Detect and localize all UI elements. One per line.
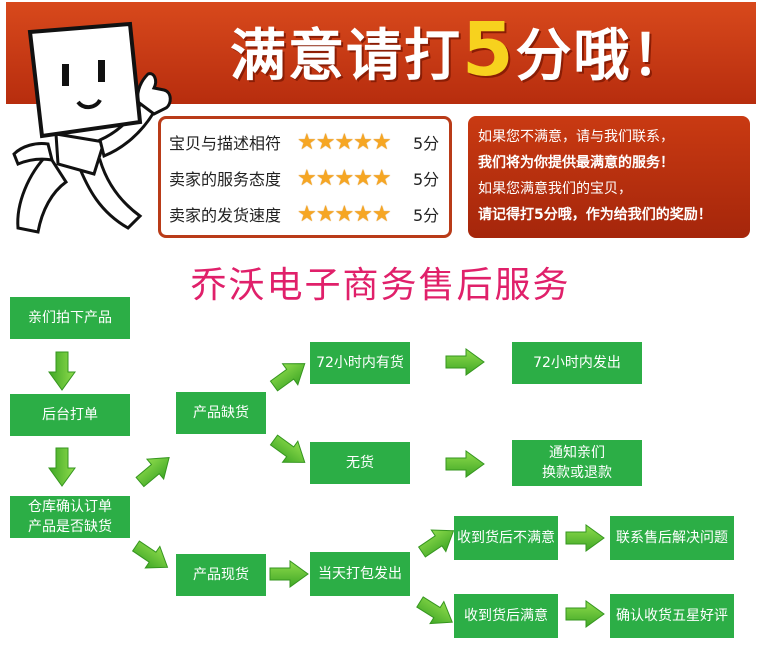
rating-label: 卖家的服务态度 bbox=[169, 170, 282, 189]
arrow-right-icon bbox=[445, 450, 485, 478]
rating-panel: 宝贝与描述相符 ★★★★★ 5分 卖家的服务态度 ★★★★★ 5分 卖家的发货速… bbox=[158, 116, 452, 238]
arrow-right-icon bbox=[565, 600, 605, 628]
flow-node-ship-72h: 72小时内发出 bbox=[512, 342, 642, 384]
arrow-down-icon bbox=[48, 447, 76, 487]
flow-node-ship-today: 当天打包发出 bbox=[310, 552, 410, 596]
arrow-up-right-icon bbox=[131, 447, 178, 493]
arrow-right-icon bbox=[445, 348, 485, 376]
rating-row: 卖家的发货速度 ★★★★★ 5分 bbox=[169, 199, 449, 229]
star-icon: ★★★★★ bbox=[297, 165, 392, 191]
rating-row: 宝贝与描述相符 ★★★★★ 5分 bbox=[169, 127, 449, 157]
rating-score: 5分 bbox=[413, 134, 440, 153]
message-line: 请记得打5分哦，作为给我们的奖励！ bbox=[478, 207, 712, 223]
flow-node-five-star: 确认收货五星好评 bbox=[610, 594, 734, 638]
star-icon: ★★★★★ bbox=[297, 201, 392, 227]
flow-node-print: 后台打单 bbox=[10, 394, 130, 436]
rating-label: 宝贝与描述相符 bbox=[169, 134, 282, 153]
message-line: 如果您满意我们的宝贝， bbox=[478, 181, 632, 197]
flow-node-notify: 通知亲们换款或退款 bbox=[512, 440, 642, 486]
mascot-figure bbox=[12, 21, 172, 234]
arrow-down-icon bbox=[48, 351, 76, 391]
rating-score: 5分 bbox=[413, 206, 440, 225]
banner-title: 满意请打5分哦！ bbox=[230, 7, 690, 93]
arrow-right-icon bbox=[269, 560, 309, 588]
banner-title-number: 5 bbox=[462, 7, 516, 93]
flow-node-contact-support: 联系售后解决问题 bbox=[610, 516, 734, 560]
flow-node-in-stock: 产品现货 bbox=[176, 554, 266, 596]
arrow-down-right-icon bbox=[128, 534, 176, 579]
flow-node-confirm: 仓库确认订单产品是否缺货 bbox=[10, 496, 130, 538]
flow-title: 乔沃电子商务售后服务 bbox=[190, 265, 571, 306]
rating-label: 卖家的发货速度 bbox=[169, 206, 282, 225]
message-line: 如果您不满意，请与我们联系， bbox=[478, 129, 674, 145]
arrow-down-right-icon bbox=[265, 428, 313, 474]
arrow-up-right-icon bbox=[265, 352, 313, 398]
flow-node-out-of-stock: 产品缺货 bbox=[176, 392, 266, 434]
flow-node-restock-72h: 72小时内有货 bbox=[310, 342, 410, 384]
flow-node-satisfied: 收到货后满意 bbox=[454, 594, 558, 638]
arrow-down-right-icon bbox=[412, 590, 460, 634]
arrow-right-icon bbox=[565, 524, 605, 552]
flow-node-unsatisfied: 收到货后不满意 bbox=[454, 516, 558, 560]
star-icon: ★★★★★ bbox=[297, 129, 392, 155]
rating-score: 5分 bbox=[413, 170, 440, 189]
rating-row: 卖家的服务态度 ★★★★★ 5分 bbox=[169, 163, 449, 193]
message-panel: 如果您不满意，请与我们联系， 我们将为你提供最满意的服务！ 如果您满意我们的宝贝… bbox=[468, 116, 750, 238]
flow-node-no-stock: 无货 bbox=[310, 442, 410, 484]
flow-node-order: 亲们拍下产品 bbox=[10, 297, 130, 339]
message-line: 我们将为你提供最满意的服务！ bbox=[478, 155, 674, 171]
